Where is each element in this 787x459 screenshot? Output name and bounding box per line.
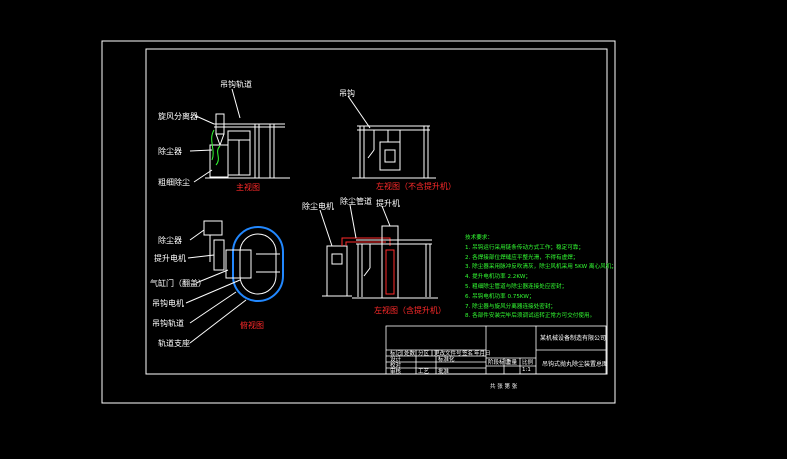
- tb-stage-scale: 比例: [522, 360, 534, 366]
- tb-header-date: 年月日: [474, 351, 491, 357]
- label-pneumatic-door: 气缸门（翻盖）: [150, 279, 206, 288]
- tb-scale-value: 1:1: [522, 367, 531, 373]
- tb-header-zone: 分区: [418, 351, 430, 357]
- note-item: 5. 粗细除尘管道与除尘器连接处应密封；: [465, 283, 568, 290]
- label-lifter: 提升机: [376, 199, 400, 208]
- tb-header-mark: 标记: [390, 351, 402, 357]
- label-rail-support: 轨道支座: [158, 339, 190, 348]
- note-item: 1. 吊钩运行采用链条传动方式工作；稳定可靠；: [465, 244, 584, 251]
- tb-company: 某机械设备制造有限公司: [540, 335, 607, 342]
- inner-border: [145, 48, 608, 375]
- front-view-title: 主视图: [236, 183, 260, 192]
- technical-notes: 技术要求： 1. 吊钩运行采用链条传动方式工作；稳定可靠； 2. 各焊接部位焊缝…: [465, 234, 617, 322]
- tb-header-doc: 更改文件号: [434, 351, 462, 357]
- top-view-drawing: [185, 220, 284, 344]
- tb-row-review: 审核: [390, 369, 402, 375]
- tb-row-process: 工艺: [418, 369, 430, 375]
- tb-stage-weight: 重量: [506, 360, 518, 366]
- left-view-2-drawing: [319, 204, 438, 299]
- label-base: 粗细除尘: [158, 178, 190, 187]
- tb-row-check: 校对: [390, 363, 402, 369]
- tb-row-design: 设计: [390, 357, 402, 363]
- left-view-title: 左视图（不含提升机）: [376, 182, 456, 191]
- note-item: 2. 各焊接部位焊缝应平整光滑，不得有虚焊；: [465, 254, 579, 261]
- label-hook-rail-front: 吊钩轨道: [220, 80, 252, 89]
- tb-stage-mark: 阶段标记: [488, 360, 511, 366]
- front-view-drawing: [189, 88, 290, 183]
- left-view-2-title: 左视图（含提升机）: [374, 306, 446, 315]
- label-collector: 除尘器: [158, 147, 182, 156]
- note-item: 7. 除尘器与旋风分离器连接处密封；: [465, 303, 557, 310]
- label-hook: 吊钩: [339, 89, 355, 98]
- tb-row-approve: 批准: [438, 369, 450, 375]
- title-block-lines: [385, 325, 607, 375]
- label-lift-motor: 提升电机: [154, 254, 186, 263]
- left-view-drawing: [347, 95, 436, 179]
- top-view-title: 俯视图: [240, 321, 264, 330]
- tb-sheet: 共 张 第 张: [490, 384, 518, 390]
- tb-header-count: 处数: [404, 351, 416, 357]
- tb-header-sign: 签名: [462, 351, 474, 357]
- tb-row-standard: 标准化: [438, 357, 455, 363]
- note-item: 3. 除尘器采用脉冲反吹清灰，除尘风机采用 5KW 离心风机；: [465, 264, 617, 271]
- label-dust-collector: 除尘器: [158, 236, 182, 245]
- note-item: 4. 提升电机功率 2.2KW；: [465, 274, 531, 281]
- note-item: 6. 吊钩电机功率 0.75KW；: [465, 293, 535, 300]
- tb-drawing-name: 吊钩式抛丸除尘装置总图: [542, 361, 609, 368]
- note-item: 8. 各部件安装完毕后须调试运转正常方可交付使用。: [465, 313, 596, 320]
- outer-border: [101, 40, 616, 404]
- label-hook-motor: 吊钩电机: [152, 299, 184, 308]
- notes-title: 技术要求：: [465, 235, 493, 241]
- label-hook-rail: 吊钩轨道: [152, 319, 184, 328]
- label-cyclone: 旋风分离器: [158, 112, 198, 121]
- label-dust-motor: 除尘电机: [302, 202, 334, 211]
- label-dust-pipe: 除尘管道: [340, 197, 372, 206]
